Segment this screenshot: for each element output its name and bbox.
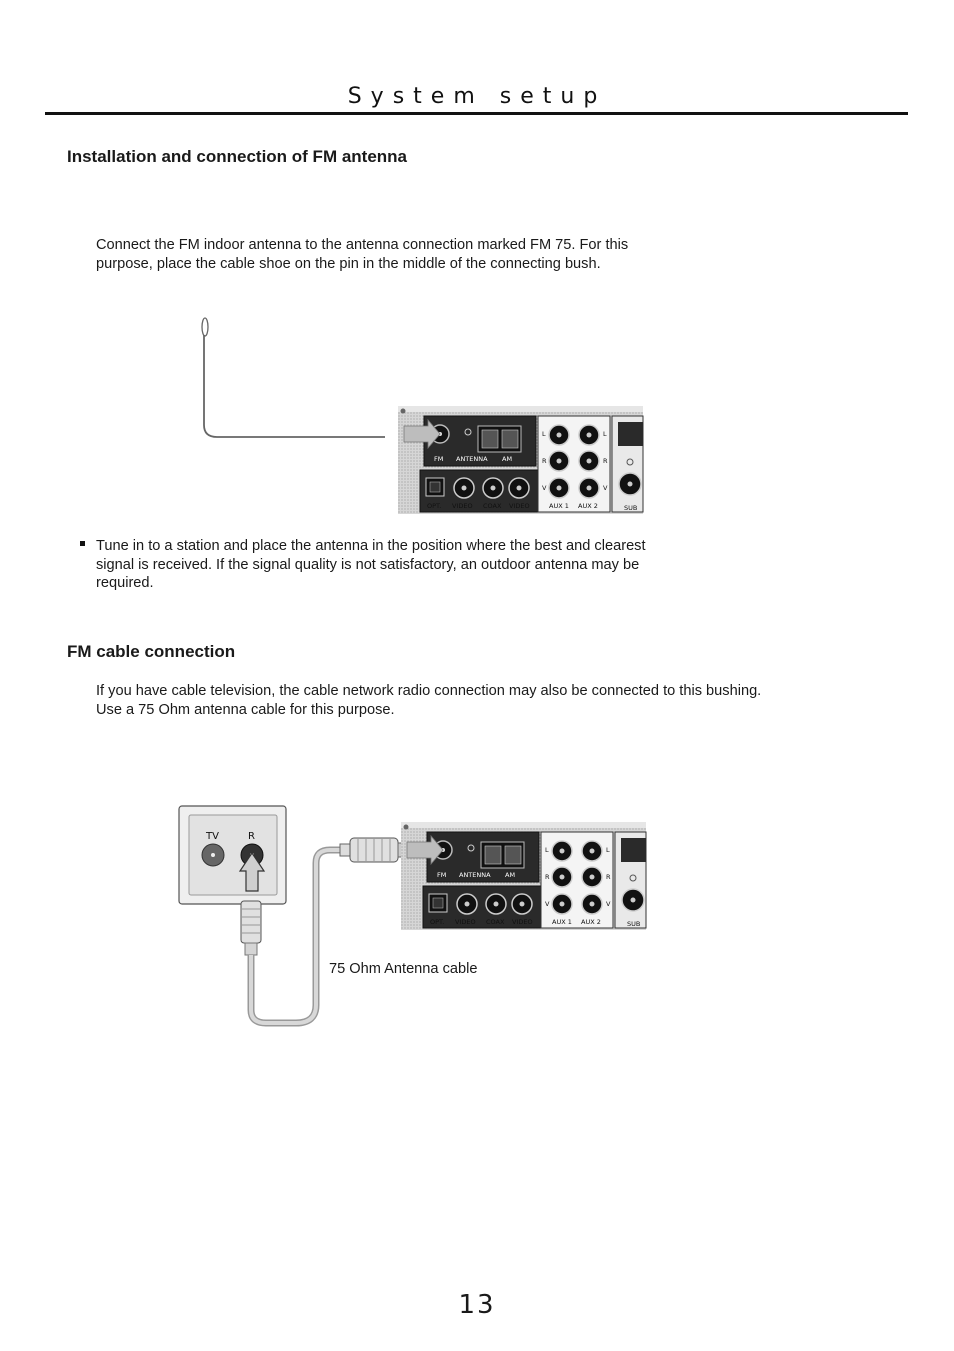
label-fm-b: FM (437, 871, 446, 879)
label-aux-right-2: R (603, 457, 608, 465)
page-number: 13 (458, 1290, 496, 1320)
label-aux1-b: AUX 1 (552, 918, 572, 926)
label-aux1: AUX 1 (549, 502, 569, 510)
label-opt-b: OPT. (430, 918, 444, 926)
fm-cable-instructions-line2: Use a 75 Ohm antenna cable for this purp… (96, 701, 395, 718)
section-heading-fm-cable: FM cable connection (67, 642, 236, 661)
label-aux-v-2: V (603, 484, 608, 492)
label-video: VIDEO (452, 502, 473, 510)
label-coax: COAX (483, 502, 502, 510)
fm-cable-instructions: If you have cable television, the cable … (96, 682, 761, 719)
label-fm: FM (434, 455, 443, 463)
tuning-tip-line2: signal is received. If the signal qualit… (96, 556, 640, 573)
label-aux2: AUX 2 (578, 502, 598, 510)
cable-caption: 75 Ohm Antenna cable (329, 961, 478, 977)
section-heading-fm-antenna: Installation and connection of FM antenn… (67, 147, 408, 166)
fm-cable-instructions-line1: If you have cable television, the cable … (96, 683, 762, 699)
label-video-b: VIDEO (455, 918, 476, 926)
insert-arrow-icon (238, 851, 266, 892)
fm-antenna-instructions: Connect the FM indoor antenna to the ant… (96, 236, 628, 273)
label-aux-v: V (542, 484, 547, 492)
bullet-marker (80, 541, 85, 546)
label-am: AM (502, 455, 512, 463)
label-coax-b: COAX (486, 918, 505, 926)
label-antenna: ANTENNA (456, 455, 488, 463)
wall-socket-r-label: R (248, 831, 255, 842)
label-aux-v-b: V (545, 900, 550, 908)
label-sub: SUB (624, 504, 637, 512)
label-sub-b: SUB (627, 920, 640, 928)
label-aux2-b: AUX 2 (581, 918, 601, 926)
label-aux-left: L (542, 430, 546, 438)
label-aux-right: R (542, 457, 547, 465)
label-aux-left-2-b: L (606, 846, 610, 854)
page-header-title: System setup (347, 84, 607, 109)
fm-antenna-instructions-line1: Connect the FM indoor antenna to the ant… (96, 237, 629, 253)
label-antenna-b: ANTENNA (459, 871, 491, 879)
wall-socket-tv-label: TV (205, 831, 219, 842)
label-aux-left-2: L (603, 430, 607, 438)
fm-indoor-antenna-wire (201, 317, 385, 438)
label-am-b: AM (505, 871, 515, 879)
cable-connection-figure: TV R (178, 805, 409, 1027)
label-aux-right-b: R (545, 873, 550, 881)
fm-antenna-tuning-tip: Tune in to a station and place the anten… (96, 537, 646, 593)
rear-panel-figure-2: FM ANTENNA AM OPT. VIDEO COAX VIDEO L L … (401, 822, 647, 930)
label-video-2-b: VIDEO (512, 918, 533, 926)
label-opt: OPT. (427, 502, 441, 510)
tuning-tip-line1: Tune in to a station and place the anten… (96, 538, 646, 554)
label-aux-v-2-b: V (606, 900, 611, 908)
fm-antenna-instructions-line2: purpose, place the cable shoe on the pin… (96, 255, 601, 272)
label-video-2: VIDEO (509, 502, 530, 510)
label-aux-right-2-b: R (606, 873, 611, 881)
label-aux-left-b: L (545, 846, 549, 854)
tuning-tip-line3: required. (96, 575, 154, 591)
header-rule (45, 112, 908, 115)
rear-panel-figure: FM ANTENNA AM OPT. VIDEO COAX VIDEO L L … (398, 406, 644, 514)
